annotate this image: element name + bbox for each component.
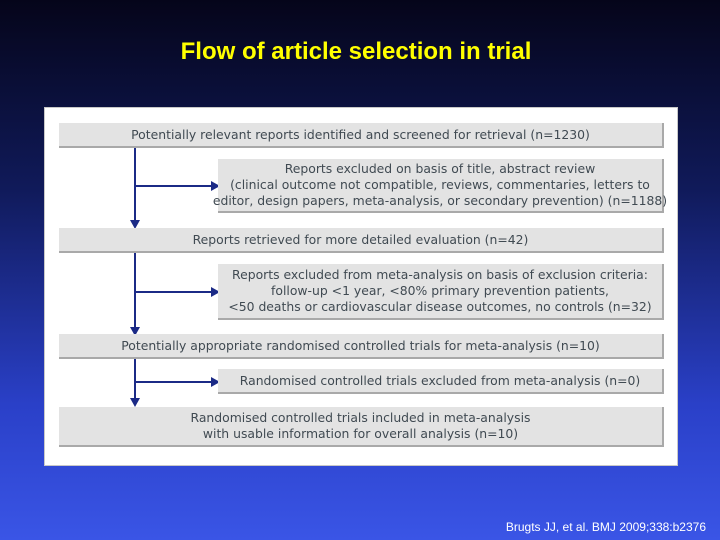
box-excluded-criteria-line-1: Reports excluded from meta-analysis on b…	[232, 267, 648, 282]
arrow-right-3	[211, 377, 220, 387]
flowchart-panel: Potentially relevant reports identified …	[44, 107, 678, 466]
slide-title: Flow of article selection in trial	[180, 38, 532, 65]
branch-1	[134, 185, 214, 187]
box-excluded-title: Reports excluded on basis of title, abst…	[213, 159, 667, 213]
box-excluded-rct: Randomised controlled trials excluded fr…	[218, 369, 664, 394]
box-appropriate: Potentially appropriate randomised contr…	[59, 334, 664, 359]
connector-1	[134, 145, 136, 224]
box-appropriate-line-1: Potentially appropriate randomised contr…	[121, 337, 600, 353]
box-excluded-criteria-line-2: follow-up <1 year, <80% primary preventi…	[271, 283, 609, 298]
box-screened-line-1: Potentially relevant reports identified …	[131, 126, 590, 142]
arrow-right-1	[211, 181, 220, 191]
box-excluded-criteria: Reports excluded from meta-analysis on b…	[218, 264, 664, 320]
arrow-right-2	[211, 287, 220, 297]
branch-3	[134, 381, 214, 383]
arrow-down-3	[130, 398, 140, 407]
arrow-down-1	[130, 220, 140, 229]
box-excluded-title-line-1: Reports excluded on basis of title, abst…	[284, 161, 596, 176]
box-included-line-2: with usable information for overall anal…	[202, 426, 519, 441]
box-screened: Potentially relevant reports identified …	[59, 123, 664, 148]
branch-2	[134, 291, 214, 293]
arrow-down-2	[130, 327, 140, 336]
box-excluded-title-line-2: (clinical outcome not compatible, review…	[230, 177, 650, 192]
box-included: Randomised controlled trials included in…	[59, 407, 664, 447]
box-included-line-1: Randomised controlled trials included in…	[190, 410, 531, 425]
box-retrieved: Reports retrieved for more detailed eval…	[59, 228, 664, 253]
citation: Brugts JJ, et al. BMJ 2009;338:b2376	[505, 520, 706, 534]
box-excluded-criteria-line-3: <50 deaths or cardiovascular disease out…	[228, 299, 652, 314]
box-retrieved-line-1: Reports retrieved for more detailed eval…	[192, 231, 529, 247]
connector-3	[134, 357, 136, 402]
box-excluded-rct-line-1: Randomised controlled trials excluded fr…	[239, 372, 641, 388]
box-excluded-title-line-3: editor, design papers, meta-analysis, or…	[212, 193, 668, 208]
